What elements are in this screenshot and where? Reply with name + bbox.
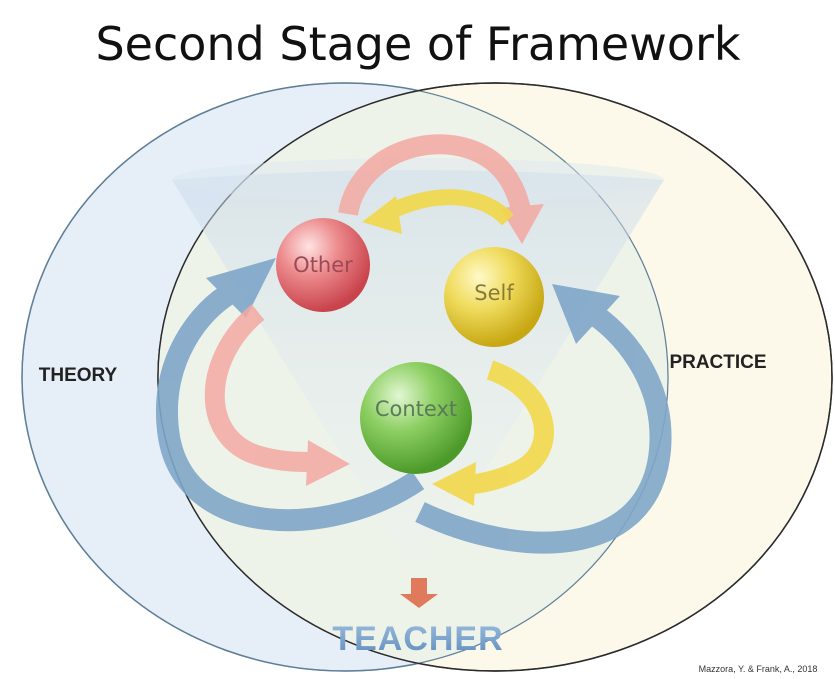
context-node-label: Context [375, 397, 457, 421]
teacher-outcome-label: TEACHER [332, 620, 503, 658]
red-arrowhead-left [306, 440, 350, 486]
blue-arrow-left [156, 282, 425, 531]
self-node: Self [444, 247, 544, 347]
blue-arrowhead-right [552, 284, 620, 344]
blue-cycle-arrows [156, 258, 672, 554]
red-arrow-left [204, 304, 313, 472]
yellow-arrowhead-top [362, 196, 402, 234]
red-arrow-top [338, 134, 532, 217]
credit-text: Mazzora, Y. & Frank, A., 2018 [699, 664, 818, 674]
yellow-arrowhead-right [432, 462, 476, 506]
context-node: Context [360, 362, 472, 474]
blue-arrowhead-left [206, 258, 276, 318]
yellow-cycle-arrows [362, 189, 554, 506]
self-node-label: Self [474, 281, 514, 305]
practice-label: PRACTICE [669, 352, 766, 373]
theory-label: THEORY [39, 365, 118, 386]
other-node-label: Other [293, 253, 353, 277]
yellow-arrow-top [386, 189, 514, 226]
blue-arrow-right [415, 302, 672, 554]
diagram-title: Second Stage of Framework [95, 17, 740, 71]
red-cycle-arrows [204, 134, 544, 486]
down-arrow-icon [400, 578, 438, 608]
other-node: Other [276, 218, 370, 312]
yellow-arrow-right [469, 360, 554, 494]
